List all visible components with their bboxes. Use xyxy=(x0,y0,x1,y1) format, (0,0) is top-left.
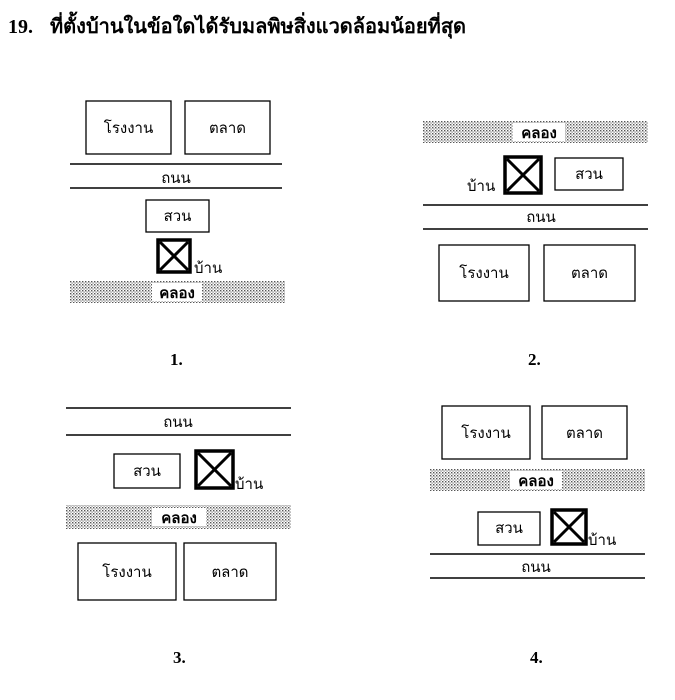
house-label: บ้าน xyxy=(235,475,263,493)
road-label: ถนน xyxy=(526,208,556,226)
road-label: ถนน xyxy=(163,413,193,431)
garden-box xyxy=(145,199,210,233)
house-label: บ้าน xyxy=(588,531,616,549)
question-text: ที่ตั้งบ้านในข้อใดได้รับมลพิษสิ่งแวดล้อม… xyxy=(50,16,467,38)
factory-label: โรงงาน xyxy=(102,563,151,581)
choice-4-figure[interactable]: โรงงาน ตลาด คลอง สวน บ้าน ถนน xyxy=(430,400,655,585)
market-label: ตลาด xyxy=(571,264,608,282)
garden-box xyxy=(113,453,181,489)
factory-box xyxy=(441,405,531,460)
market-label: ตลาด xyxy=(211,563,248,581)
house-icon xyxy=(194,449,235,490)
market-box xyxy=(184,100,271,155)
canal-label: คลอง xyxy=(159,284,195,302)
road-label: ถนน xyxy=(521,558,551,576)
house-icon xyxy=(550,508,588,546)
choice-3-figure[interactable]: ถนน สวน บ้าน คลอง โรงงาน ตลาด xyxy=(66,402,296,607)
factory-label: โรงงาน xyxy=(459,264,508,282)
garden-label: สวน xyxy=(133,462,161,480)
road-label: ถนน xyxy=(161,169,191,187)
question-heading: 19. ที่ตั้งบ้านในข้อใดได้รับมลพิษสิ่งแวดล… xyxy=(8,10,466,42)
garden-label: สวน xyxy=(495,519,523,537)
market-box xyxy=(543,244,636,302)
choice-3-label: 3. xyxy=(173,648,186,667)
choice-4-label: 4. xyxy=(530,648,543,667)
garden-box xyxy=(477,511,541,546)
market-label: ตลาด xyxy=(566,424,603,442)
house-icon xyxy=(156,238,192,274)
factory-box xyxy=(438,244,530,302)
factory-box xyxy=(85,100,172,155)
garden-label: สวน xyxy=(575,165,603,183)
market-box xyxy=(183,542,277,601)
factory-label: โรงงาน xyxy=(461,424,510,442)
house-label: บ้าน xyxy=(194,259,222,277)
choice-1-label: 1. xyxy=(170,350,183,369)
market-label: ตลาด xyxy=(209,119,246,137)
market-box xyxy=(541,405,628,460)
choice-1-figure[interactable]: โรงงาน ตลาด ถนน สวน บ้าน คลอง xyxy=(70,95,290,310)
question-number: 19. xyxy=(8,16,33,38)
factory-label: โรงงาน xyxy=(104,119,153,137)
garden-box xyxy=(554,157,624,191)
choice-2-label: 2. xyxy=(528,350,541,369)
house-label: บ้าน xyxy=(467,177,495,195)
choice-2-figure[interactable]: คลอง บ้าน สวน ถนน โรงงาน ตลาด xyxy=(423,115,648,310)
factory-box xyxy=(77,542,177,601)
house-icon xyxy=(503,155,543,195)
garden-label: สวน xyxy=(164,207,192,225)
canal-label: คลอง xyxy=(161,509,197,527)
canal-label: คลอง xyxy=(518,472,554,490)
canal-label: คลอง xyxy=(521,124,557,142)
